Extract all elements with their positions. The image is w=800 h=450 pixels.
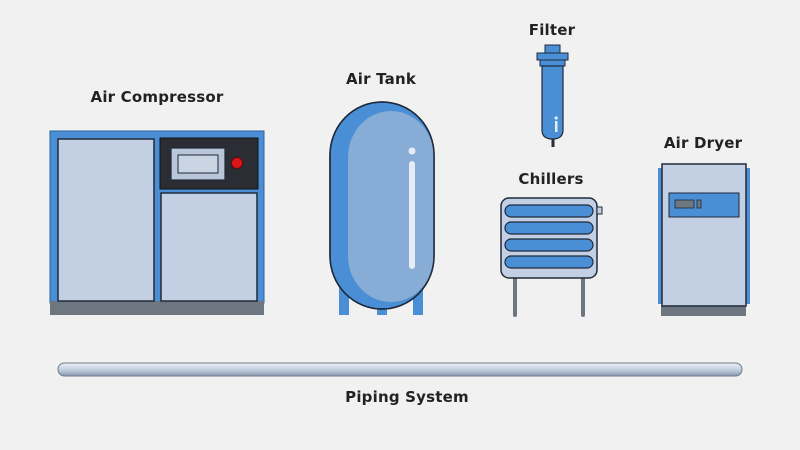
air-compressor-icon — [49, 130, 265, 315]
air-tank-icon — [329, 101, 435, 315]
filter-label: Filter — [528, 21, 576, 39]
pipe-icon — [57, 362, 743, 377]
chillers-label: Chillers — [518, 170, 584, 188]
air-dryer-label: Air Dryer — [663, 134, 743, 152]
piping-system-label: Piping System — [345, 388, 469, 406]
air-dryer-icon — [658, 163, 750, 316]
chiller-icon — [500, 197, 603, 317]
filter-icon — [536, 44, 569, 147]
air-compressor-label: Air Compressor — [90, 88, 224, 106]
air-tank-label: Air Tank — [345, 70, 417, 88]
